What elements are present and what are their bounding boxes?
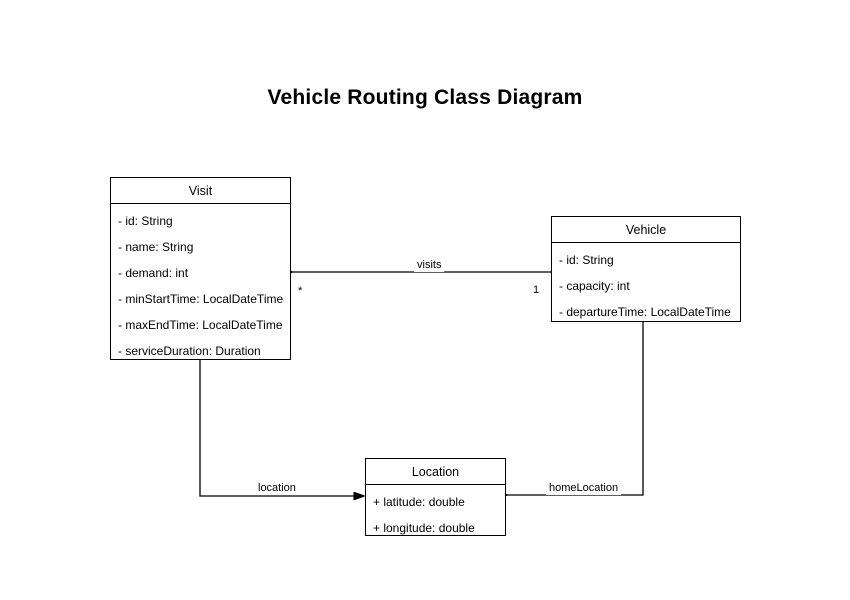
uml-attribute: - id: String [559, 253, 614, 267]
uml-attribute: - minStartTime: LocalDateTime [118, 292, 284, 306]
association-label-visits: visits [414, 259, 445, 272]
uml-attribute: + longitude: double [373, 521, 475, 535]
association-label-location: location [255, 482, 299, 495]
uml-class-visit[interactable]: Visit - id: String - name: String - dema… [110, 177, 291, 360]
uml-attribute: - maxEndTime: LocalDateTime [118, 318, 283, 332]
association-location [199, 360, 364, 496]
uml-class-name-location: Location [366, 459, 505, 485]
association-homelocation [507, 322, 644, 495]
uml-attributes-location: + latitude: double + longitude: double [366, 485, 505, 545]
page-title: Vehicle Routing Class Diagram [267, 86, 583, 109]
uml-class-location[interactable]: Location + latitude: double + longitude:… [365, 458, 506, 536]
uml-attributes-vehicle: - id: String - capacity: int - departure… [552, 243, 740, 329]
uml-attribute: - capacity: int [559, 279, 630, 293]
multiplicity-visits-target: * [298, 285, 303, 297]
uml-attribute: - demand: int [118, 266, 189, 280]
uml-attribute: - name: String [118, 240, 194, 254]
uml-attribute: - departureTime: LocalDateTime [559, 305, 731, 319]
uml-class-name-visit: Visit [111, 178, 290, 204]
uml-attribute: - serviceDuration: Duration [118, 344, 261, 358]
multiplicity-visits-source: 1 [533, 284, 540, 296]
uml-attribute: - id: String [118, 214, 173, 228]
uml-attributes-visit: - id: String - name: String - demand: in… [111, 204, 290, 368]
association-label-homelocation: homeLocation [546, 482, 622, 495]
uml-attribute: + latitude: double [373, 495, 465, 509]
uml-class-vehicle[interactable]: Vehicle - id: String - capacity: int - d… [551, 216, 741, 322]
uml-class-name-vehicle: Vehicle [552, 217, 740, 243]
